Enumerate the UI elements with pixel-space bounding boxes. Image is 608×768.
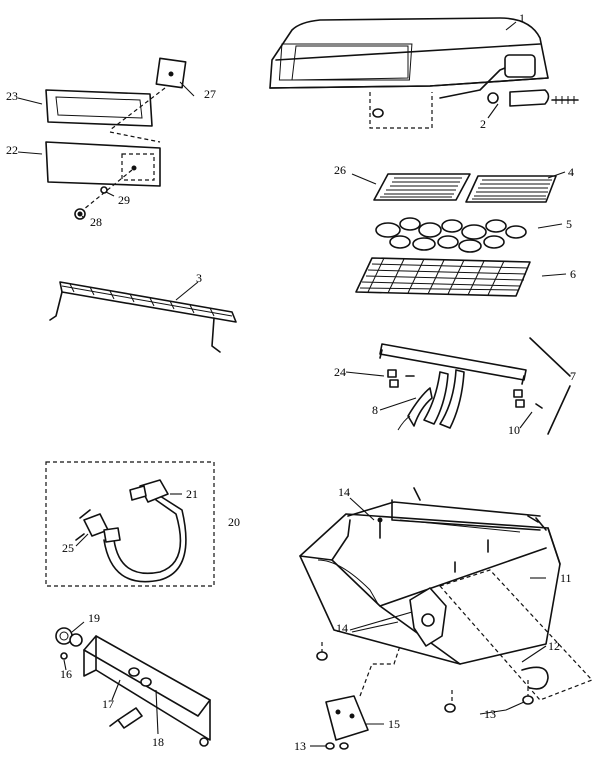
part-20-hose-assembly <box>45 461 215 587</box>
callout-5: 5 <box>566 217 572 231</box>
part-7-burner <box>379 337 571 435</box>
part-19-knob <box>55 627 83 647</box>
part-cooking-grids <box>373 173 557 203</box>
callout-24: 24 <box>334 365 346 379</box>
callout-21: 21 <box>186 487 198 501</box>
part-27-knob <box>155 57 187 89</box>
callout-17: 17 <box>102 697 114 711</box>
part-6-rock-grate <box>355 257 531 297</box>
leader-lines <box>17 21 567 747</box>
callout-23: 23 <box>6 89 18 103</box>
callout-11: 11 <box>560 571 572 585</box>
part-22-vent-plate <box>45 141 161 187</box>
part-12-outline <box>438 569 594 701</box>
callout-25: 25 <box>62 541 74 555</box>
part-16-nut <box>60 652 68 660</box>
part-12-wire <box>521 666 549 690</box>
callout-15: 15 <box>388 717 400 731</box>
callout-12: 12 <box>548 639 560 653</box>
part-5-lava-rocks <box>375 217 527 253</box>
part-13-nuts <box>316 651 534 750</box>
callout-19: 19 <box>88 611 100 625</box>
part-15-bracket <box>325 645 401 741</box>
callout-10: 10 <box>508 423 520 437</box>
callout-28: 28 <box>90 215 102 229</box>
callout-13a: 13 <box>484 707 496 721</box>
part-lid <box>269 17 549 89</box>
callout-6: 6 <box>570 267 576 281</box>
callout-2: 2 <box>480 117 486 131</box>
callout-1: 1 <box>519 11 525 25</box>
callout-26: 26 <box>334 163 346 177</box>
callout-20: 20 <box>228 515 240 529</box>
part-11-firebox <box>299 487 561 665</box>
callout-7: 7 <box>570 369 576 383</box>
callout-29: 29 <box>118 193 130 207</box>
part-handle <box>369 54 579 129</box>
part-18-control-panel <box>83 635 211 747</box>
part-3-warming-rack <box>49 281 237 353</box>
callout-27: 27 <box>204 87 216 101</box>
callout-14a: 14 <box>338 485 350 499</box>
callout-3: 3 <box>196 271 202 285</box>
callout-22: 22 <box>6 143 18 157</box>
callout-14b: 14 <box>336 621 348 635</box>
part-23-vent-frame <box>45 89 153 127</box>
callout-13b: 13 <box>294 739 306 753</box>
callout-18: 18 <box>152 735 164 749</box>
callout-16: 16 <box>60 667 72 681</box>
callout-4: 4 <box>568 165 574 179</box>
callout-8: 8 <box>372 403 378 417</box>
